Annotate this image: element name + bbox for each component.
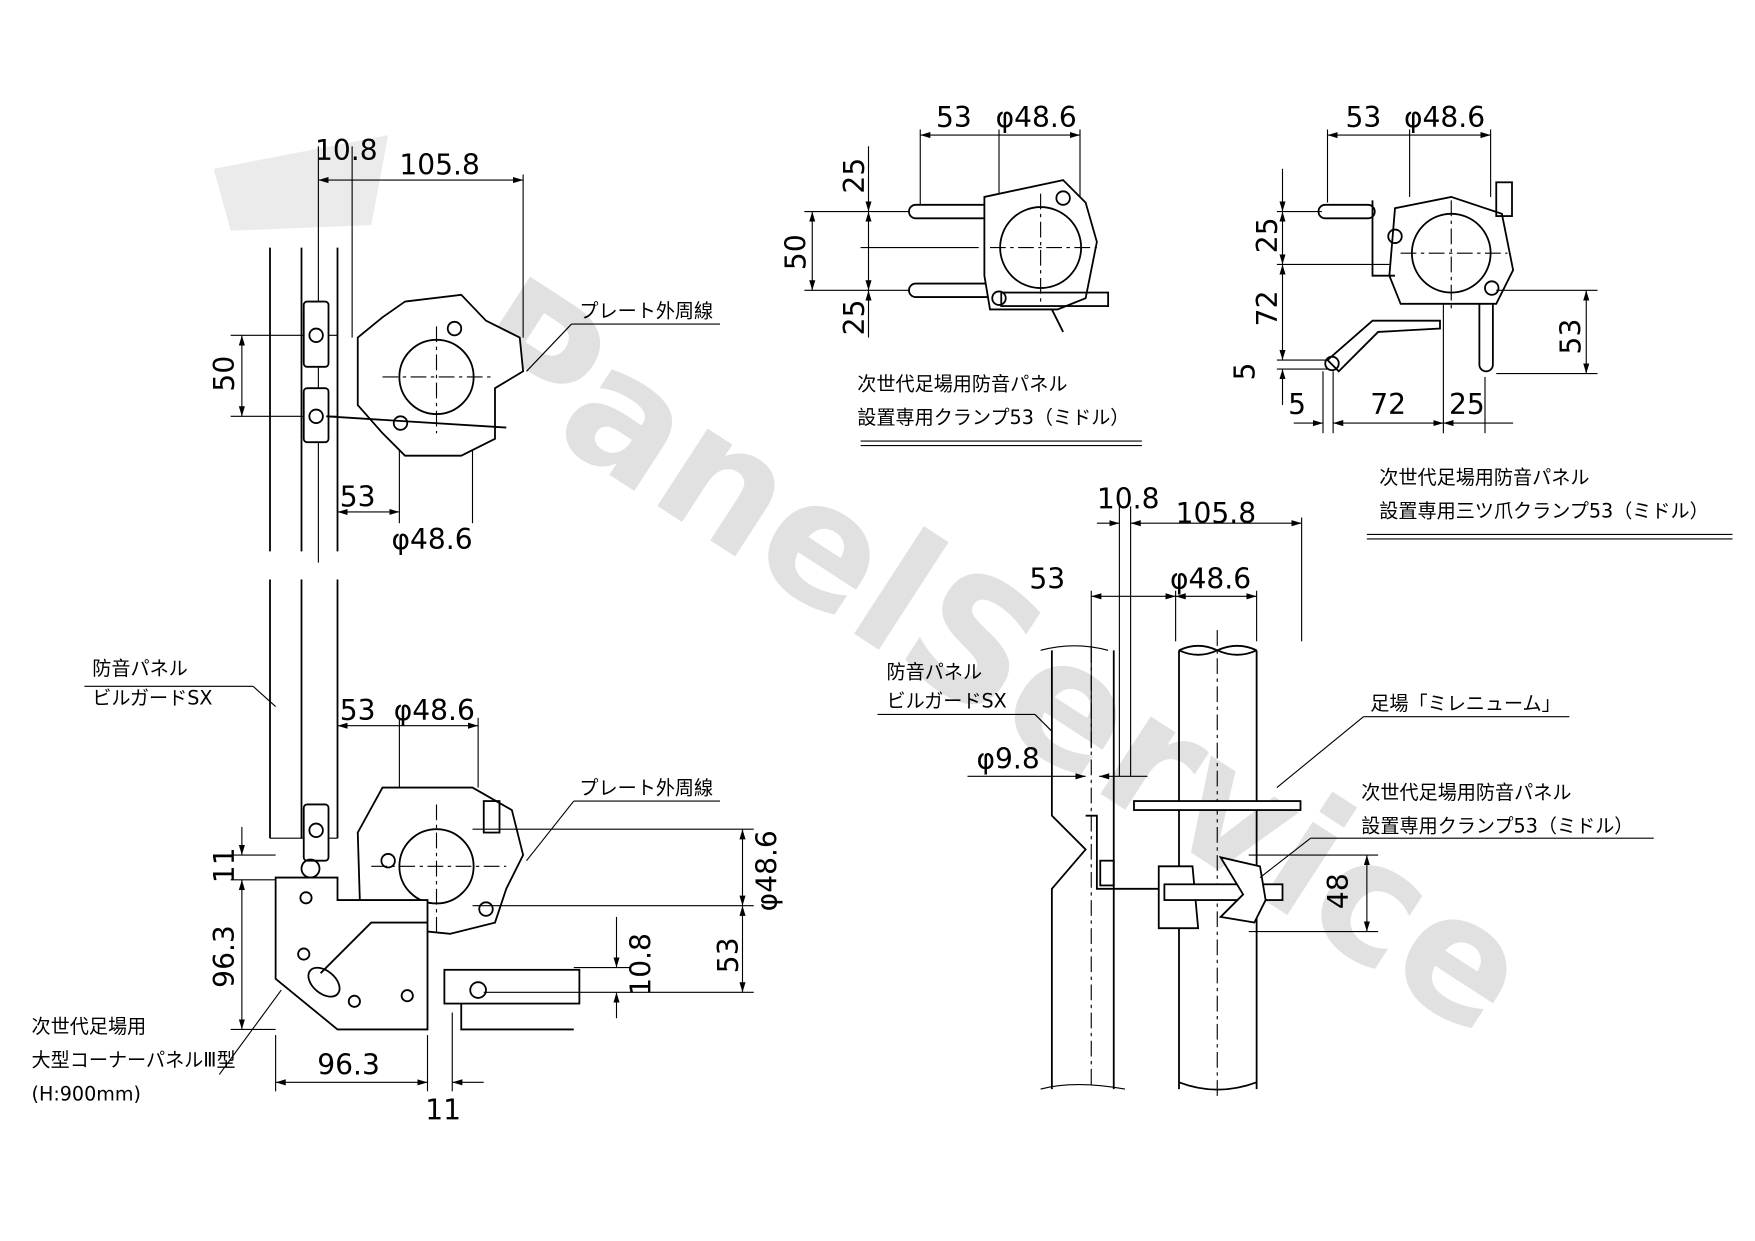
dim-5-v: 5 [1228,362,1261,380]
dim-53: 53 [340,480,376,513]
dim-10-8: 10.8 [315,134,378,167]
panel-label-2: ビルガードSX [887,690,1007,713]
dim-50: 50 [780,234,813,270]
side-view-drawing: 10.8 105.8 53 φ48.6 防音パネル ビルガードSX φ9.8 足… [877,483,1654,1097]
panel-label-1: 防音パネル [92,657,188,680]
left-corner-view: 防音パネル ビルガードSX 53 φ48.6 11 96.3 [32,579,783,1126]
svg-text:PanelService: PanelService [428,240,1564,1073]
dim-72-h: 72 [1370,388,1406,421]
corner-label-2: 大型コーナーパネルⅢ型 [32,1049,236,1072]
dim-phi48-6: φ48.6 [1404,101,1485,134]
left-top-view: 10.8 105.8 50 53 φ48.6 プレート外周線 [208,134,720,563]
dim-phi48-6-corner: φ48.6 [394,694,475,727]
title-2: 設置専用クランプ53（ミドル） [857,406,1129,429]
dim-25-bottom: 25 [838,300,871,336]
title-1: 次世代足場用防音パネル [1379,466,1589,489]
dim-10-8-v: 10.8 [624,933,657,996]
plate-label-top: プレート外周線 [579,299,713,322]
dim-phi9-8: φ9.8 [977,742,1040,775]
watermark: PanelService [428,240,1564,1073]
panel-label-1: 防音パネル [887,660,983,683]
dim-53-v: 53 [712,937,745,973]
corner-label-3: (H:900mm) [32,1082,141,1105]
dim-53: 53 [1346,101,1382,134]
dim-phi48-6: φ48.6 [392,523,473,556]
dim-11-h: 11 [425,1093,461,1126]
dim-25-h: 25 [1449,388,1485,421]
watermark-logo [213,135,389,231]
dim-11-v: 11 [208,847,241,883]
dim-50: 50 [208,356,241,392]
dim-105-8: 105.8 [1176,497,1256,530]
dim-53-v: 53 [1555,319,1588,355]
clamp-label-1: 次世代足場用防音パネル [1361,781,1571,804]
clamp-three-claw-drawing: 53 φ48.6 25 72 5 53 5 72 [1228,101,1733,540]
title-2: 設置専用三ツ爪クランプ53（ミドル） [1379,500,1709,523]
dim-53: 53 [1029,562,1065,595]
dim-5-h: 5 [1288,388,1306,421]
corner-label-1: 次世代足場用 [32,1015,147,1038]
plate-label-corner: プレート外周線 [579,776,713,799]
dim-53: 53 [936,101,972,134]
dim-96-3-h: 96.3 [317,1048,380,1081]
dim-53-corner: 53 [340,694,376,727]
clamp-middle-drawing: 53 φ48.6 25 50 25 次世代足場用防音パネル 設置専用クランプ53… [780,101,1142,447]
dim-96-3-v: 96.3 [208,925,241,988]
title-1: 次世代足場用防音パネル [857,372,1067,395]
dim-72-v: 72 [1251,291,1284,327]
dim-10-8: 10.8 [1097,483,1160,516]
dim-48-v: 48 [1322,873,1355,909]
dim-phi48-6: φ48.6 [1170,562,1251,595]
dim-25-top: 25 [838,158,871,194]
panel-label-2: ビルガードSX [92,686,212,709]
dim-phi48-6: φ48.6 [996,101,1077,134]
dim-phi48-6-v: φ48.6 [750,830,783,911]
scaffold-label: 足場「ミレニューム」 [1370,692,1561,715]
dim-25-v: 25 [1251,217,1284,253]
dim-105-8: 105.8 [399,148,479,181]
clamp-label-2: 設置専用クランプ53（ミドル） [1361,815,1633,838]
